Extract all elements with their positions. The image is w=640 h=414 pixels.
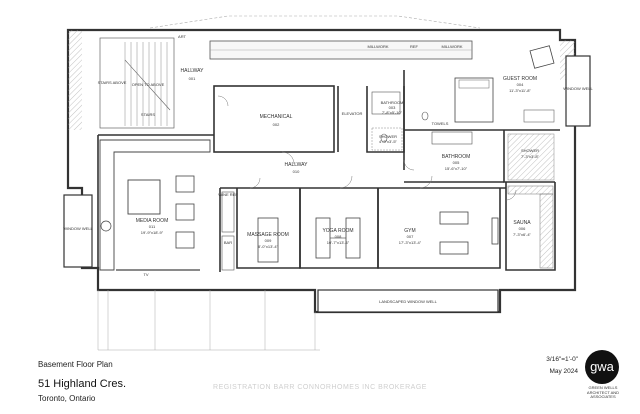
num-guest-room: 004 bbox=[517, 82, 524, 87]
sauna-bench bbox=[539, 193, 554, 269]
massage-table bbox=[257, 217, 279, 263]
label-yoga-room: YOGA ROOM bbox=[322, 228, 353, 234]
label-gym: GYM bbox=[404, 228, 415, 234]
label-stairs: STAIRS bbox=[141, 112, 155, 117]
dim-shower-small: 4'-3"x3'-5" bbox=[379, 139, 398, 144]
num-yoga-room: 008 bbox=[335, 234, 342, 239]
dim-yoga-room: 10'-7"x13'-4" bbox=[327, 240, 350, 245]
architect-logo-subtext: GREEN WELLS ARCHITECT AND ASSOCIATES bbox=[586, 385, 620, 399]
yoga-mat bbox=[345, 217, 361, 259]
interior-walls bbox=[97, 70, 560, 290]
landscaped-window-well bbox=[317, 289, 499, 313]
label-massage-room: MASSAGE ROOM bbox=[247, 232, 289, 238]
label-bathroom-005: BATHROOM bbox=[442, 154, 471, 160]
label-tv: TV bbox=[143, 272, 148, 277]
guest-chair bbox=[529, 45, 555, 69]
dim-shower-large: 7'-3"x3'-8" bbox=[521, 154, 540, 159]
lounge-chair-3 bbox=[175, 231, 195, 249]
gym-equipment bbox=[439, 211, 469, 225]
label-open-to-above: OPEN TO ABOVE bbox=[132, 82, 165, 87]
sheet-address: 51 Highland Cres. bbox=[38, 378, 127, 390]
label-towels: TOWELS bbox=[432, 121, 449, 126]
lounge-chair-1 bbox=[175, 175, 195, 193]
architect-logo: gwa bbox=[585, 350, 619, 384]
sectional-sofa bbox=[99, 139, 211, 271]
num-hallway-010: 010 bbox=[293, 169, 300, 174]
sheet-city: Toronto, Ontario bbox=[38, 394, 96, 403]
coffee-table bbox=[127, 179, 161, 215]
gym-equipment bbox=[491, 217, 499, 245]
dim-massage-room: 8'-0"x13'-4" bbox=[258, 244, 279, 249]
sheet-scale: 3/16"=1'-0" bbox=[546, 356, 578, 363]
side-table bbox=[100, 220, 112, 232]
label-elevator: ELEVATOR bbox=[342, 111, 363, 116]
num-media-room: 011 bbox=[149, 224, 156, 229]
num-massage-room: 009 bbox=[265, 238, 272, 243]
num-hallway-001: 001 bbox=[189, 76, 196, 81]
label-millwork-1: MILLWORK bbox=[367, 44, 388, 49]
dim-sauna: 7'-3"x6'-4" bbox=[513, 232, 532, 237]
label-millwork-2: MILLWORK bbox=[441, 44, 462, 49]
upper-deck-outline bbox=[149, 15, 481, 29]
label-landscaped-window-well: LANDSCAPED WINDOW WELL bbox=[379, 299, 438, 304]
lounge-chair-2 bbox=[175, 203, 195, 221]
label-shower-large: SHOWER bbox=[521, 148, 539, 153]
shower-large-tile bbox=[507, 133, 555, 181]
label-hallway-010: HALLWAY bbox=[285, 162, 309, 168]
guest-bed-pillows bbox=[458, 79, 490, 89]
dim-bathroom-005: 15'-6"x7'-10" bbox=[445, 166, 468, 171]
bathroom-005-vanity bbox=[431, 131, 473, 145]
sauna-bench bbox=[507, 185, 554, 195]
label-guest-room: GUEST ROOM bbox=[503, 76, 537, 82]
dim-media-room: 19'-9"x18'-9" bbox=[141, 230, 164, 235]
num-bathroom-003: 003 bbox=[389, 105, 396, 110]
label-art: ART bbox=[178, 34, 186, 39]
dim-bathroom-003: 7'-8"x5'-10" bbox=[382, 110, 403, 115]
window-well-left bbox=[63, 194, 93, 268]
label-bathroom-003: BATHROOM bbox=[381, 100, 404, 105]
num-sauna: 006 bbox=[519, 226, 526, 231]
dim-gym: 17'-3"x13'-4" bbox=[399, 240, 422, 245]
foundation-hatch-left bbox=[68, 30, 82, 130]
guest-bed bbox=[454, 77, 494, 123]
brokerage-watermark: REGISTRATION BARR CONNORHOMES INC BROKER… bbox=[213, 384, 427, 391]
bar-counter bbox=[221, 235, 235, 271]
door-swings bbox=[217, 95, 517, 201]
label-window-well-left: WINDOW WELL bbox=[63, 226, 93, 231]
label-bar: BAR bbox=[224, 240, 232, 245]
label-ref: REF bbox=[410, 44, 419, 49]
label-window-well-right: WINDOW WELL bbox=[563, 86, 593, 91]
sheet-date: May 2024 bbox=[549, 368, 578, 375]
label-wine-ref: WINE REF bbox=[218, 192, 238, 197]
label-stairs-above: STAIRS ABOVE bbox=[98, 80, 127, 85]
bathtub-or-vanity bbox=[371, 91, 401, 115]
deck-railing-lines bbox=[97, 290, 320, 351]
num-bathroom-005: 005 bbox=[453, 160, 460, 165]
toilet-icon bbox=[380, 133, 388, 143]
dim-guest-room: 11'-3"x11'-8" bbox=[509, 88, 531, 93]
label-sauna: SAUNA bbox=[513, 220, 531, 226]
label-hallway-001: HALLWAY bbox=[181, 68, 205, 74]
stair-treads bbox=[124, 42, 168, 126]
num-gym: 007 bbox=[407, 234, 414, 239]
num-mechanical: 002 bbox=[273, 122, 280, 127]
stair-break-line bbox=[124, 59, 171, 111]
label-shower-small: SHOWER bbox=[379, 134, 397, 139]
label-media-room: MEDIA ROOM bbox=[136, 218, 169, 224]
sheet-title: Basement Floor Plan bbox=[38, 360, 113, 369]
label-mechanical: MECHANICAL bbox=[260, 114, 293, 120]
stairs-area bbox=[99, 37, 175, 129]
toilet-icon bbox=[421, 111, 429, 121]
shower-small bbox=[371, 127, 403, 151]
window-well-right bbox=[565, 55, 591, 127]
guest-desk bbox=[523, 109, 555, 123]
wine-fridge bbox=[221, 191, 235, 233]
gym-equipment bbox=[439, 241, 469, 255]
yoga-mat bbox=[315, 217, 331, 259]
